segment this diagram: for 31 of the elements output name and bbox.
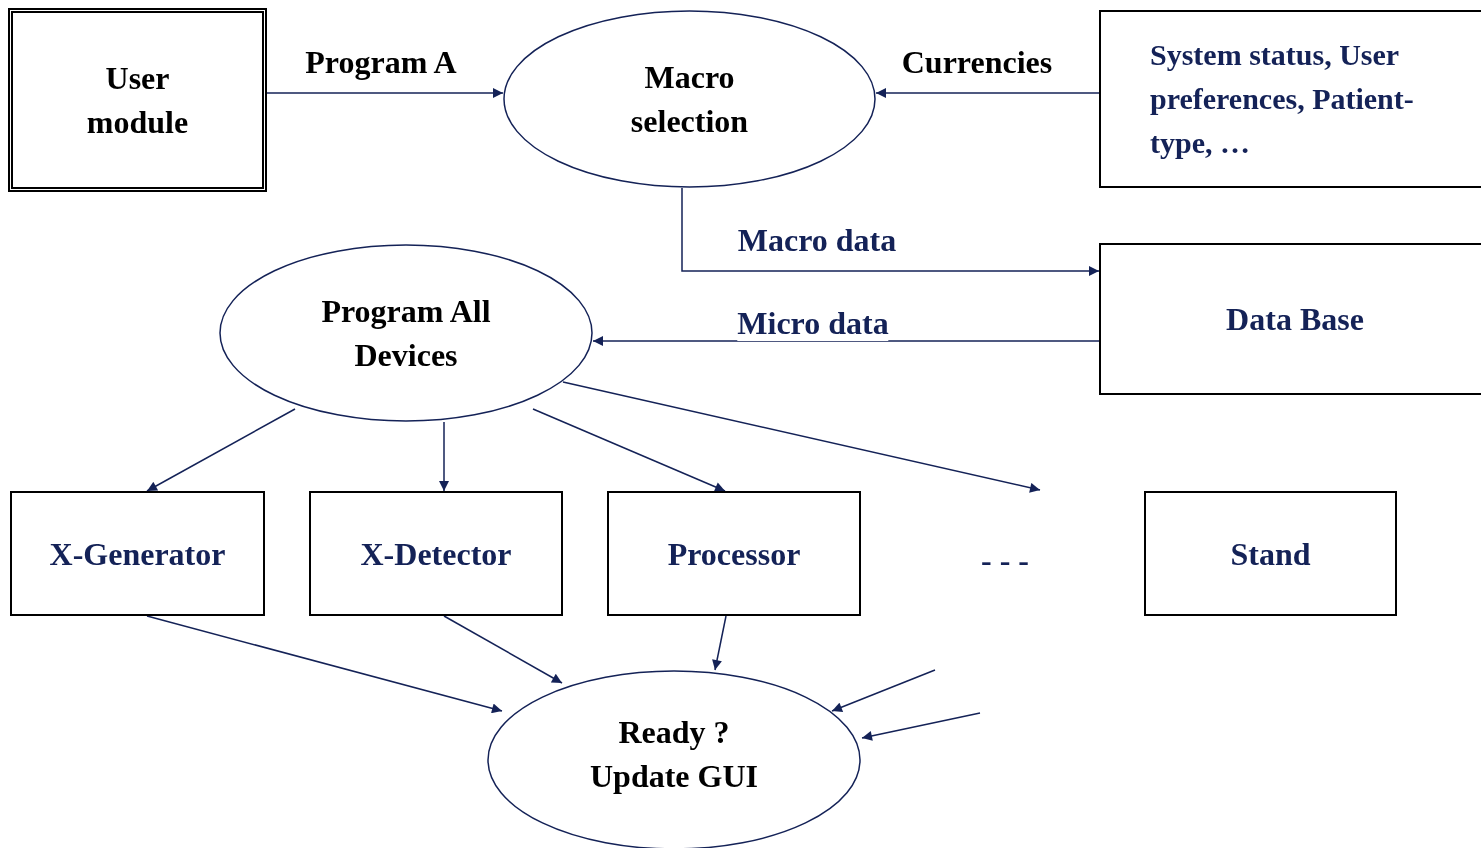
node-label: Data Base [1225, 300, 1365, 339]
arrow [532, 408, 726, 492]
arrow [875, 88, 1100, 98]
data-box [1099, 10, 1481, 188]
arrow [831, 669, 936, 712]
module-box [8, 8, 267, 192]
node-label: User module [85, 59, 190, 142]
arrow [562, 381, 1041, 493]
arrow [266, 88, 504, 98]
arrow [443, 615, 563, 684]
arrow [146, 615, 503, 714]
node-label: Stand [1229, 534, 1312, 574]
node-label: Macro selection [629, 58, 750, 141]
node-label: X-Generator [48, 534, 227, 574]
node-label: System status, User preferences, Patient-type, … [1150, 37, 1415, 161]
ellipsis-text: - - - [980, 541, 1030, 580]
database-box [1099, 243, 1481, 395]
device-box [1144, 491, 1397, 616]
device-box [309, 491, 563, 616]
node-label: Ready ? Update GUI [589, 713, 759, 796]
arrow [681, 187, 1100, 276]
device-box [607, 491, 861, 616]
node-label: Processor [666, 534, 802, 574]
arrow [439, 421, 449, 492]
node-label: X-Detector [359, 534, 513, 574]
arrow [146, 408, 296, 492]
device-box [10, 491, 265, 616]
node-label: Program All Devices [320, 292, 492, 375]
arrow [861, 712, 981, 741]
arrow [592, 336, 1100, 346]
arrow [712, 615, 727, 671]
